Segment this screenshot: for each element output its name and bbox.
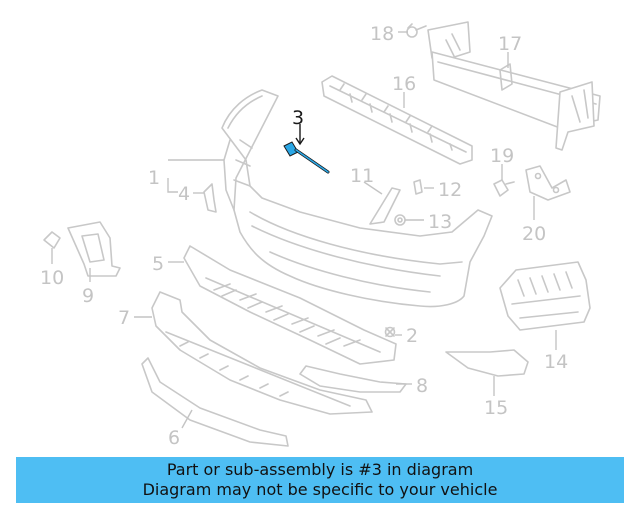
banner-line-disclaimer: Diagram may not be specific to your vehi… — [142, 480, 498, 499]
leader-1 — [167, 159, 224, 193]
part-6-lower-strip — [141, 357, 289, 447]
callout-16: 16 — [392, 73, 416, 95]
callout-11: 11 — [350, 165, 374, 187]
leader-11 — [363, 181, 383, 195]
leader-3-arrow — [295, 137, 305, 146]
callout-19: 19 — [490, 145, 514, 167]
banner-line-part: Part or sub-assembly is #3 in diagram — [166, 460, 474, 479]
part-1-bumper-cover — [221, 89, 493, 308]
callout-13: 13 — [428, 211, 452, 233]
part-16-energy-absorber — [321, 75, 473, 165]
part-11-bracket — [369, 187, 401, 225]
part-2-screw — [384, 326, 396, 338]
callout-10: 10 — [40, 267, 64, 289]
callout-17: 17 — [498, 33, 522, 55]
part-13-nut — [394, 214, 406, 226]
part-3-bolt-highlighted — [283, 141, 330, 174]
callout-14: 14 — [544, 351, 568, 373]
part-17-reinforcement-bar — [427, 21, 601, 151]
callout-3: 3 — [292, 107, 304, 129]
part-19-clip — [493, 179, 515, 197]
callout-8: 8 — [416, 375, 428, 397]
part-4-clip — [203, 183, 217, 213]
callout-18: 18 — [370, 23, 394, 45]
part-14-side-bracket — [499, 261, 591, 331]
info-banner: Part or sub-assembly is #3 in diagram Di… — [16, 457, 624, 503]
callout-15: 15 — [484, 397, 508, 419]
part-7-lower-grille — [151, 291, 373, 415]
part-5-upper-grille — [183, 245, 397, 365]
callout-4: 4 — [178, 183, 190, 205]
part-20-bracket — [525, 165, 571, 201]
callout-6: 6 — [168, 427, 180, 449]
callout-7: 7 — [118, 307, 130, 329]
callout-12: 12 — [438, 179, 462, 201]
callout-2: 2 — [406, 325, 418, 347]
callout-9: 9 — [82, 285, 94, 307]
leader-6 — [181, 409, 193, 429]
part-10-clip — [43, 231, 61, 249]
part-12-clip — [413, 179, 423, 195]
callout-1: 1 — [148, 167, 160, 189]
callout-20: 20 — [522, 223, 546, 245]
part-9-bracket — [67, 221, 121, 277]
callout-5: 5 — [152, 253, 164, 275]
part-15-fog-cover — [445, 349, 529, 377]
part-18-bolt — [406, 23, 427, 38]
